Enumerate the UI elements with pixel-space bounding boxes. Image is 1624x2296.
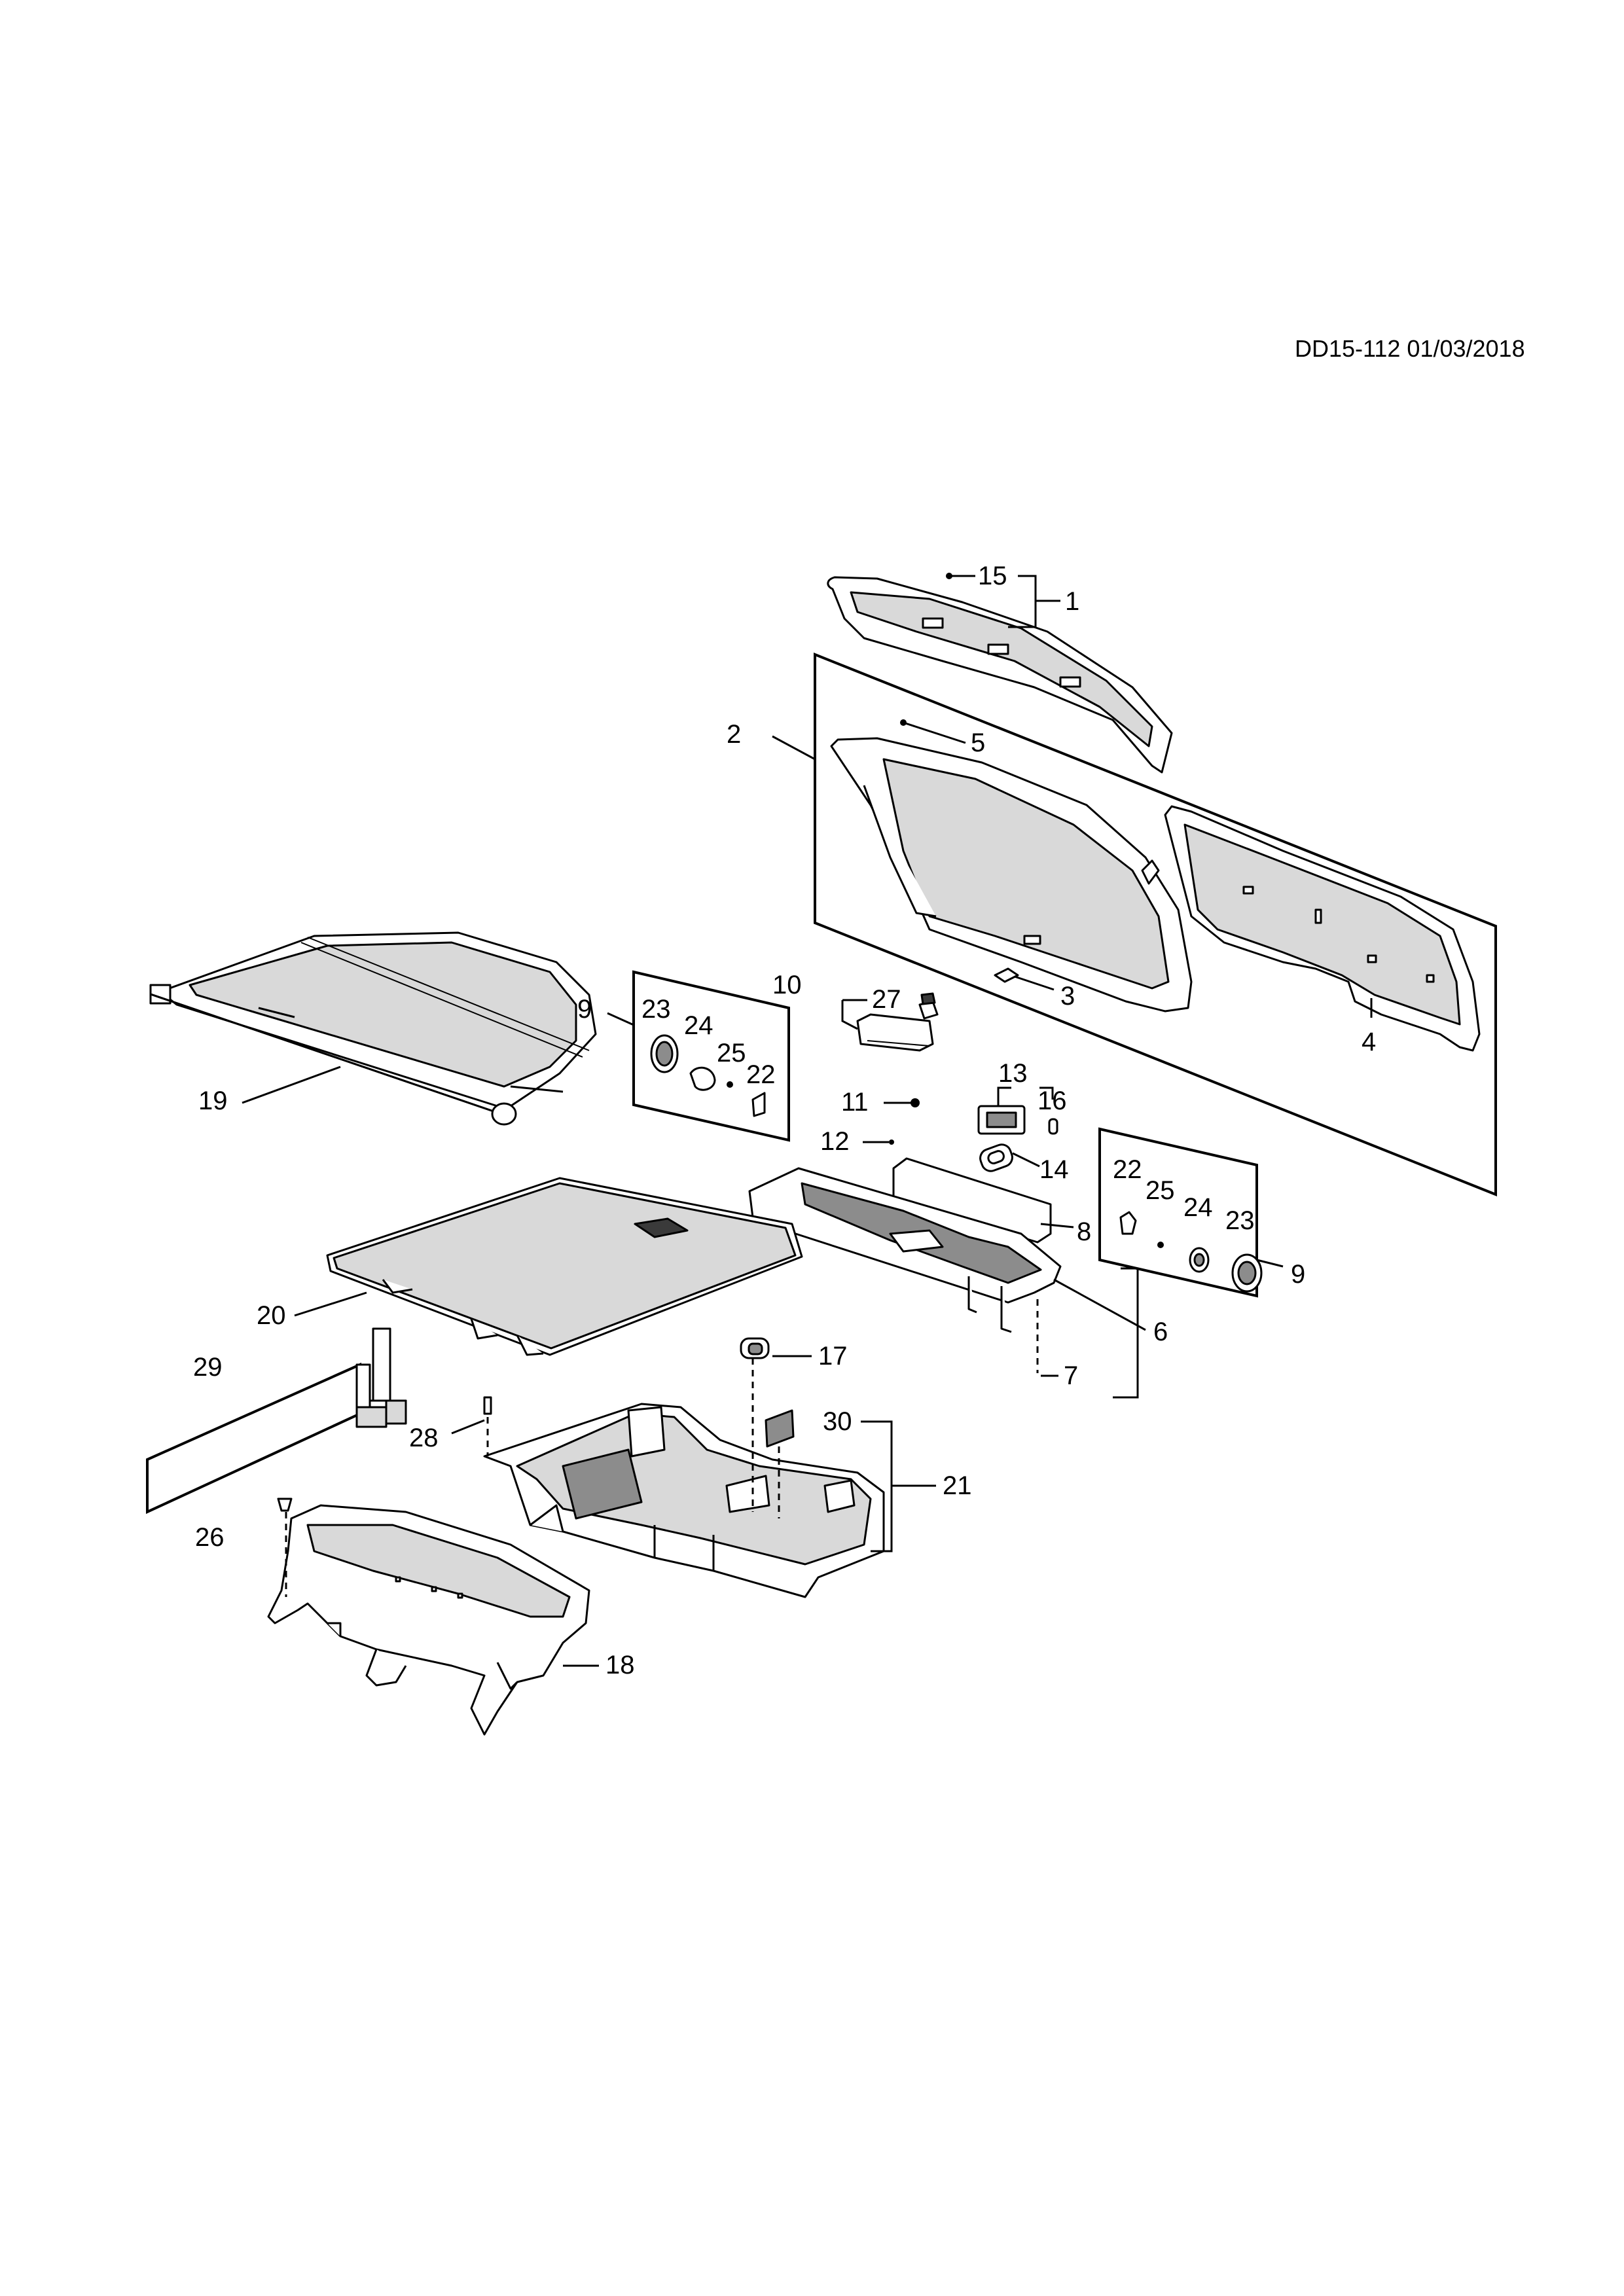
callout-4: 4 [1362,1028,1376,1056]
document-reference: DD15-112 01/03/2018 [1295,335,1525,362]
callout-27: 27 [872,985,901,1014]
callout-19: 19 [198,1086,228,1115]
callout-28: 28 [409,1424,439,1452]
callout-5: 5 [971,728,985,757]
callout-labels: 15 1 2 5 3 4 9 23 24 25 22 10 27 11 12 1… [193,562,1376,1679]
part-6-rear-sill-trim [748,1167,1062,1333]
callout-9-right: 9 [1291,1260,1305,1289]
callout-15: 15 [978,562,1007,590]
part-30-label [765,1409,795,1448]
leader-lines [242,575,1373,1667]
callout-13: 13 [998,1059,1028,1088]
part-2-group-frame [814,653,1497,1196]
part-27-clip [918,992,939,1020]
part-23-bracket-left [650,1034,679,1073]
callout-1: 1 [1065,587,1079,616]
callout-20: 20 [257,1301,286,1330]
callout-17: 17 [818,1342,848,1371]
part-28-screw [483,1396,492,1415]
callout-25-left: 25 [717,1039,746,1067]
callout-23-left: 23 [641,995,671,1024]
callout-18: 18 [605,1651,635,1679]
part-9-group-frame-right [1098,1127,1258,1298]
part-29-group-frame [146,1362,361,1515]
callout-26: 26 [195,1523,225,1552]
callout-25-right: 25 [1146,1176,1175,1205]
callout-10: 10 [772,971,802,999]
callout-16: 16 [1038,1086,1067,1115]
callout-22-left: 22 [746,1060,776,1089]
part-3-clip [994,967,1019,983]
part-12-screw [889,1139,894,1145]
callout-2: 2 [727,720,741,749]
part-14-grommet [979,1143,1013,1172]
part-26-clip [277,1498,293,1512]
part-23-bracket-right [1231,1253,1263,1293]
callout-11: 11 [841,1088,869,1117]
part-25-screw-left [727,1081,733,1088]
part-16-bulb [1048,1118,1058,1135]
callout-3: 3 [1060,982,1075,1011]
part-24-cap-right [1189,1247,1210,1273]
callout-9-left: 9 [577,995,592,1024]
callout-21: 21 [943,1471,972,1500]
part-13-lamp-assembly [977,1105,1026,1135]
part-2-lower-trim-panel-left [830,737,1193,1013]
callout-23-right: 23 [1225,1206,1255,1235]
part-11-fastener [911,1098,920,1107]
part-1-upper-trim-panel [827,576,1173,774]
callout-24-left: 24 [684,1011,713,1040]
part-21-storage-tray [483,1403,885,1598]
part-22-clip-left [751,1092,766,1117]
callout-22-right: 22 [1113,1155,1142,1184]
part-29-hinge-bracket [355,1327,407,1428]
callout-14: 14 [1039,1155,1069,1184]
part-10-bracket [856,1013,934,1052]
part-22-clip-right [1119,1211,1137,1235]
part-4-side-trim-panel [1164,805,1481,1052]
part-25-screw-right [1157,1242,1164,1248]
callout-7: 7 [1064,1361,1078,1390]
part-20-load-floor [326,1177,803,1356]
callout-6: 6 [1153,1318,1168,1346]
callout-29: 29 [193,1353,223,1382]
part-24-cap-left [689,1066,716,1091]
callout-12: 12 [820,1127,850,1156]
callout-30: 30 [823,1407,852,1436]
callout-8: 8 [1077,1217,1091,1246]
callout-24-right: 24 [1183,1193,1213,1222]
part-19-cargo-cover [149,931,597,1126]
part-18-rear-floor-panel [267,1504,590,1736]
part-9-group-frame-left [632,970,790,1142]
part-17-handle [740,1337,770,1359]
